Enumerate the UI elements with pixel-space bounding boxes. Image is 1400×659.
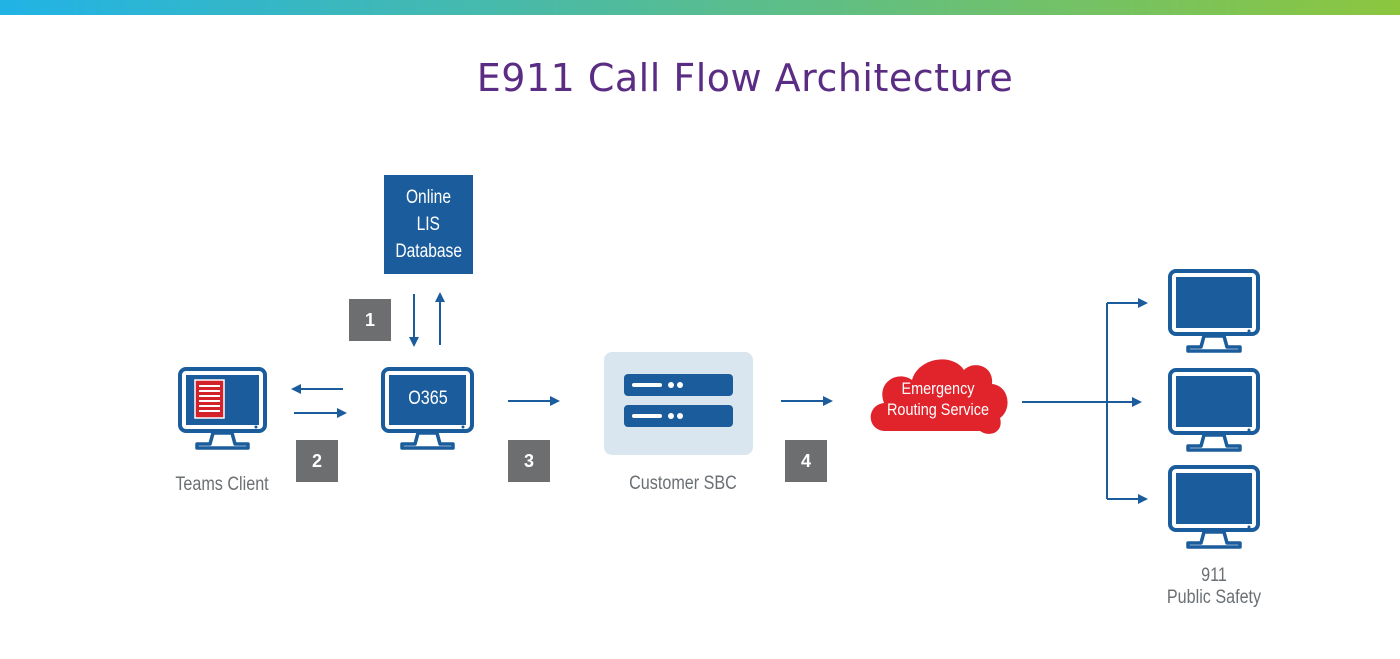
customer-sbc-label: Customer SBC <box>629 473 737 494</box>
lis-database-box: Online LIS Database <box>384 175 473 274</box>
public-safety-monitor-icon <box>1168 368 1260 452</box>
step-badge-1: 1 <box>349 299 391 341</box>
top-gradient-bar <box>0 0 1400 15</box>
o365-label: O365 <box>408 388 448 409</box>
public-safety-monitor-icon <box>1168 465 1260 549</box>
document-icon <box>194 379 225 419</box>
emergency-routing-label: Emergency Routing Service <box>879 378 998 420</box>
o365-monitor-icon <box>381 367 474 450</box>
cloud-icon <box>870 359 1008 434</box>
lis-database-line-2: LIS <box>416 214 441 235</box>
step-badge-2: 2 <box>296 440 338 482</box>
public-safety-label: 911 Public Safety <box>1155 565 1274 609</box>
public-safety-monitor-icon <box>1168 269 1260 353</box>
teams-client-monitor-icon <box>178 367 267 450</box>
public-safety-line-1: 911 <box>1201 565 1227 586</box>
step-badge-3: 3 <box>508 440 550 482</box>
server-icon <box>604 352 753 455</box>
emergency-routing-line-2: Routing Service <box>886 400 989 419</box>
public-safety-line-2: Public Safety <box>1166 587 1262 608</box>
diagram-title: E911 Call Flow Architecture <box>476 56 1014 100</box>
teams-client-label: Teams Client <box>175 474 269 495</box>
lis-database-line-1: Online <box>405 187 452 208</box>
step-badge-4: 4 <box>785 440 827 482</box>
emergency-routing-line-1: Emergency <box>901 379 975 398</box>
lis-database-line-3: Database <box>395 241 462 262</box>
